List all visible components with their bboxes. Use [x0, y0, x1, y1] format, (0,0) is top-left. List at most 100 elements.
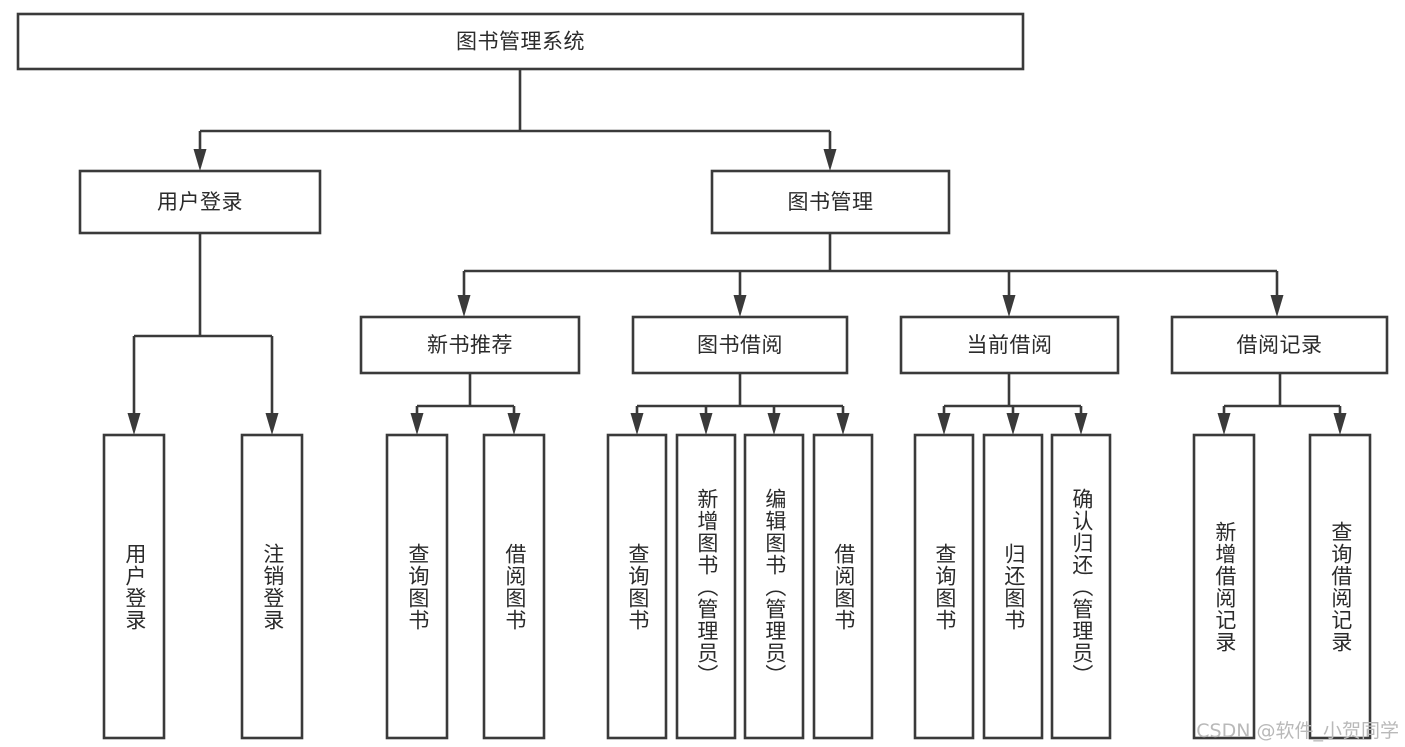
node-book-management[interactable]: 图书管理	[710, 169, 951, 235]
node-box[interactable]	[913, 433, 975, 740]
watermark-label: CSDN @软件_小贺同学	[1196, 720, 1399, 742]
node-label-wrap: 注销登录	[260, 542, 285, 631]
node-label: 借阅图书	[502, 542, 527, 631]
node-box[interactable]	[606, 433, 668, 740]
node-leaf-borrow-book[interactable]: 借阅图书	[812, 433, 874, 740]
node-label: 用户登录	[157, 190, 243, 214]
node-label-wrap: 用户登录	[122, 542, 147, 631]
node-box[interactable]	[240, 433, 304, 740]
arrow-head-icon	[630, 413, 644, 435]
node-label: 注销登录	[260, 542, 285, 631]
node-label-wrap: 新增借阅记录	[1212, 520, 1237, 653]
node-label: 图书借阅	[697, 333, 783, 357]
node-label: 新增借阅记录	[1212, 520, 1237, 653]
node-box[interactable]	[710, 169, 951, 235]
node-leaf-edit-book[interactable]: 编辑图书（管理员）	[743, 433, 805, 740]
arrow-head-icon	[1333, 413, 1347, 435]
arrow-head-icon	[1217, 413, 1231, 435]
node-label: 借阅记录	[1237, 333, 1323, 357]
node-leaf-logout[interactable]: 注销登录	[240, 433, 304, 740]
node-box[interactable]	[359, 315, 581, 375]
arrow-head-icon	[823, 149, 837, 171]
node-label-wrap: 查询图书	[626, 543, 650, 631]
arrow-head-icon	[265, 413, 279, 435]
arrow-head-icon	[410, 413, 424, 435]
node-leaf-confirm-return[interactable]: 确认归还（管理员）	[1050, 433, 1112, 740]
node-label: 当前借阅	[967, 333, 1053, 357]
node-leaf-add-borrow-record[interactable]: 新增借阅记录	[1192, 433, 1256, 740]
node-box[interactable]	[675, 433, 737, 740]
arrow-head-icon	[733, 295, 747, 317]
arrow-head-icon	[127, 413, 141, 435]
node-label: 确认归还（管理员）	[1069, 487, 1094, 686]
node-new-book-recommend[interactable]: 新书推荐	[359, 315, 581, 375]
arrow-head-icon	[1270, 295, 1284, 317]
node-root-root[interactable]: 图书管理系统	[16, 12, 1025, 71]
node-label: 查询图书	[932, 542, 957, 631]
node-label-wrap: 借阅图书	[502, 542, 527, 631]
connector-borrow-records-to-leaves	[1217, 373, 1347, 435]
connector-current-borrow-to-leaves	[937, 373, 1088, 435]
arrow-head-icon	[699, 413, 713, 435]
node-label: 图书管理	[788, 190, 874, 214]
node-box[interactable]	[1170, 315, 1389, 375]
node-label-wrap: 查询借阅记录	[1328, 520, 1353, 653]
node-label: 编辑图书（管理员）	[762, 487, 787, 686]
node-leaf-query-book-current[interactable]: 查询图书	[913, 433, 975, 740]
node-leaf-query-book-recommend[interactable]: 查询图书	[385, 433, 449, 740]
node-leaf-query-borrow-record[interactable]: 查询借阅记录	[1308, 433, 1372, 740]
node-book-borrow[interactable]: 图书借阅	[631, 315, 849, 375]
node-box[interactable]	[482, 433, 546, 740]
connector-root-to-level1	[193, 69, 837, 171]
node-label: 新增图书（管理员）	[694, 487, 719, 686]
node-box[interactable]	[1308, 433, 1372, 740]
node-label-wrap: 归还图书	[1001, 542, 1026, 631]
node-box[interactable]	[631, 315, 849, 375]
arrow-head-icon	[457, 295, 471, 317]
arrow-head-icon	[836, 413, 850, 435]
connector-layer	[127, 69, 1347, 435]
node-box[interactable]	[16, 12, 1025, 71]
node-label-wrap: 借阅图书	[831, 542, 856, 631]
connector-user-login-to-leaves	[127, 233, 279, 435]
node-label: 借阅图书	[831, 542, 856, 631]
node-label-wrap: 确认归还（管理员）	[1069, 487, 1094, 686]
connector-book-borrow-to-leaves	[630, 373, 850, 435]
arrow-head-icon	[1006, 413, 1020, 435]
node-leaf-query-book-borrow[interactable]: 查询图书	[606, 433, 668, 740]
node-label: 查询借阅记录	[1328, 520, 1353, 653]
node-leaf-borrow-book-recommend[interactable]: 借阅图书	[482, 433, 546, 740]
arrow-head-icon	[937, 413, 951, 435]
node-box[interactable]	[1050, 433, 1112, 740]
node-box[interactable]	[982, 433, 1044, 740]
node-label: 图书管理系统	[456, 30, 585, 54]
node-leaf-add-book[interactable]: 新增图书（管理员）	[675, 433, 737, 740]
node-layer: 图书管理系统用户登录图书管理新书推荐图书借阅当前借阅借阅记录用户登录注销登录查询…	[16, 12, 1389, 740]
arrow-head-icon	[1002, 295, 1016, 317]
arrow-head-icon	[193, 149, 207, 171]
node-label-wrap: 查询图书	[932, 542, 957, 631]
connector-book-management-to-level2	[457, 233, 1284, 317]
node-label: 新书推荐	[427, 333, 513, 357]
node-box[interactable]	[102, 433, 166, 740]
node-box[interactable]	[78, 169, 322, 235]
node-user-login[interactable]: 用户登录	[78, 169, 322, 235]
node-leaf-user-login[interactable]: 用户登录	[102, 433, 166, 740]
arrow-head-icon	[507, 413, 521, 435]
node-borrow-records[interactable]: 借阅记录	[1170, 315, 1389, 375]
node-label-wrap: 查询图书	[405, 542, 430, 631]
node-current-borrow[interactable]: 当前借阅	[899, 315, 1120, 375]
node-box[interactable]	[743, 433, 805, 740]
arrow-head-icon	[767, 413, 781, 435]
node-box[interactable]	[1192, 433, 1256, 740]
node-box[interactable]	[812, 433, 874, 740]
node-label: 查询图书	[405, 542, 430, 631]
node-label: 归还图书	[1001, 542, 1026, 631]
node-label: 用户登录	[122, 542, 147, 631]
node-box[interactable]	[385, 433, 449, 740]
node-box[interactable]	[899, 315, 1120, 375]
node-leaf-return-book[interactable]: 归还图书	[982, 433, 1044, 740]
arrow-head-icon	[1074, 413, 1088, 435]
